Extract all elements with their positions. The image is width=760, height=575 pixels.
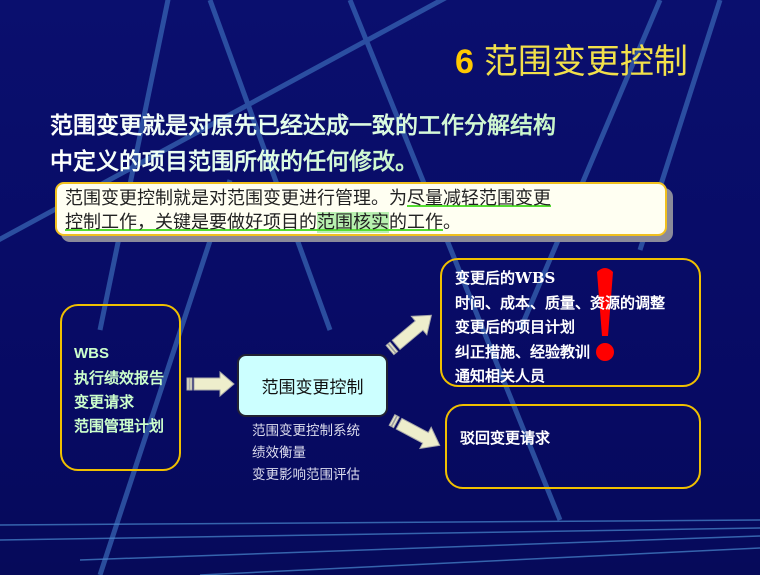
process-box: 范围变更控制 xyxy=(237,354,388,417)
input-item: 执行绩效报告 xyxy=(74,369,165,387)
intro-line-2: 中定义的项目范围所做的任何修改。 xyxy=(50,142,418,176)
exclamation-icon xyxy=(596,268,614,361)
input-item: 范围管理计划 xyxy=(74,417,165,435)
output-item: 纠正措施、经验教训 xyxy=(455,342,591,361)
rejected-outputs-box: 驳回变更请求 xyxy=(445,404,701,489)
definition-callout: 范围变更控制就是对范围变更进行管理。为尽量减轻范围变更控制工作，关键是要做好项目… xyxy=(55,182,667,236)
arrow-right-icon xyxy=(186,370,235,398)
callout-text-underlined: 关键是要做好项目的 xyxy=(155,212,317,233)
callout-text: 。 xyxy=(443,212,461,233)
process-tool: 变更影响范围评估 xyxy=(252,467,360,483)
arrow-down-right-icon xyxy=(388,414,441,450)
output-item: 时间、成本、质量、资源的调整 xyxy=(455,293,666,312)
inputs-box: WBS 执行绩效报告 变更请求 范围管理计划 xyxy=(60,304,181,471)
input-item: WBS xyxy=(74,345,109,362)
output-item: 驳回变更请求 xyxy=(460,429,551,447)
arrow-up-right-icon xyxy=(385,314,433,356)
input-item: 变更请求 xyxy=(74,393,135,411)
output-item: 变更后的项目计划 xyxy=(455,318,576,336)
title-text: 范围变更控制 xyxy=(483,42,688,82)
intro-line-1: 范围变更就是对原先已经达成一致的工作分解结构 xyxy=(50,106,556,140)
approved-outputs-box: 变更后的WBS 时间、成本、质量、资源的调整 变更后的项目计划 纠正措施、经验教… xyxy=(440,258,701,387)
process-tool: 绩效衡量 xyxy=(252,445,306,461)
callout-text: 范围变更控制就是对范围变更进行管理。为 xyxy=(65,188,407,209)
callout-text-underlined: 尽量减轻范围变更 xyxy=(407,188,551,209)
section-number: 6 xyxy=(455,43,474,81)
callout-text-underlined: 控制工作， xyxy=(65,212,155,233)
callout-text-highlighted: 范围核实 xyxy=(317,212,389,233)
output-item: 变更后的WBS xyxy=(455,269,556,287)
callout-text-underlined: 的工作 xyxy=(389,212,443,233)
process-tool: 范围变更控制系统 xyxy=(252,423,360,439)
output-item: 通知相关人员 xyxy=(455,367,546,385)
